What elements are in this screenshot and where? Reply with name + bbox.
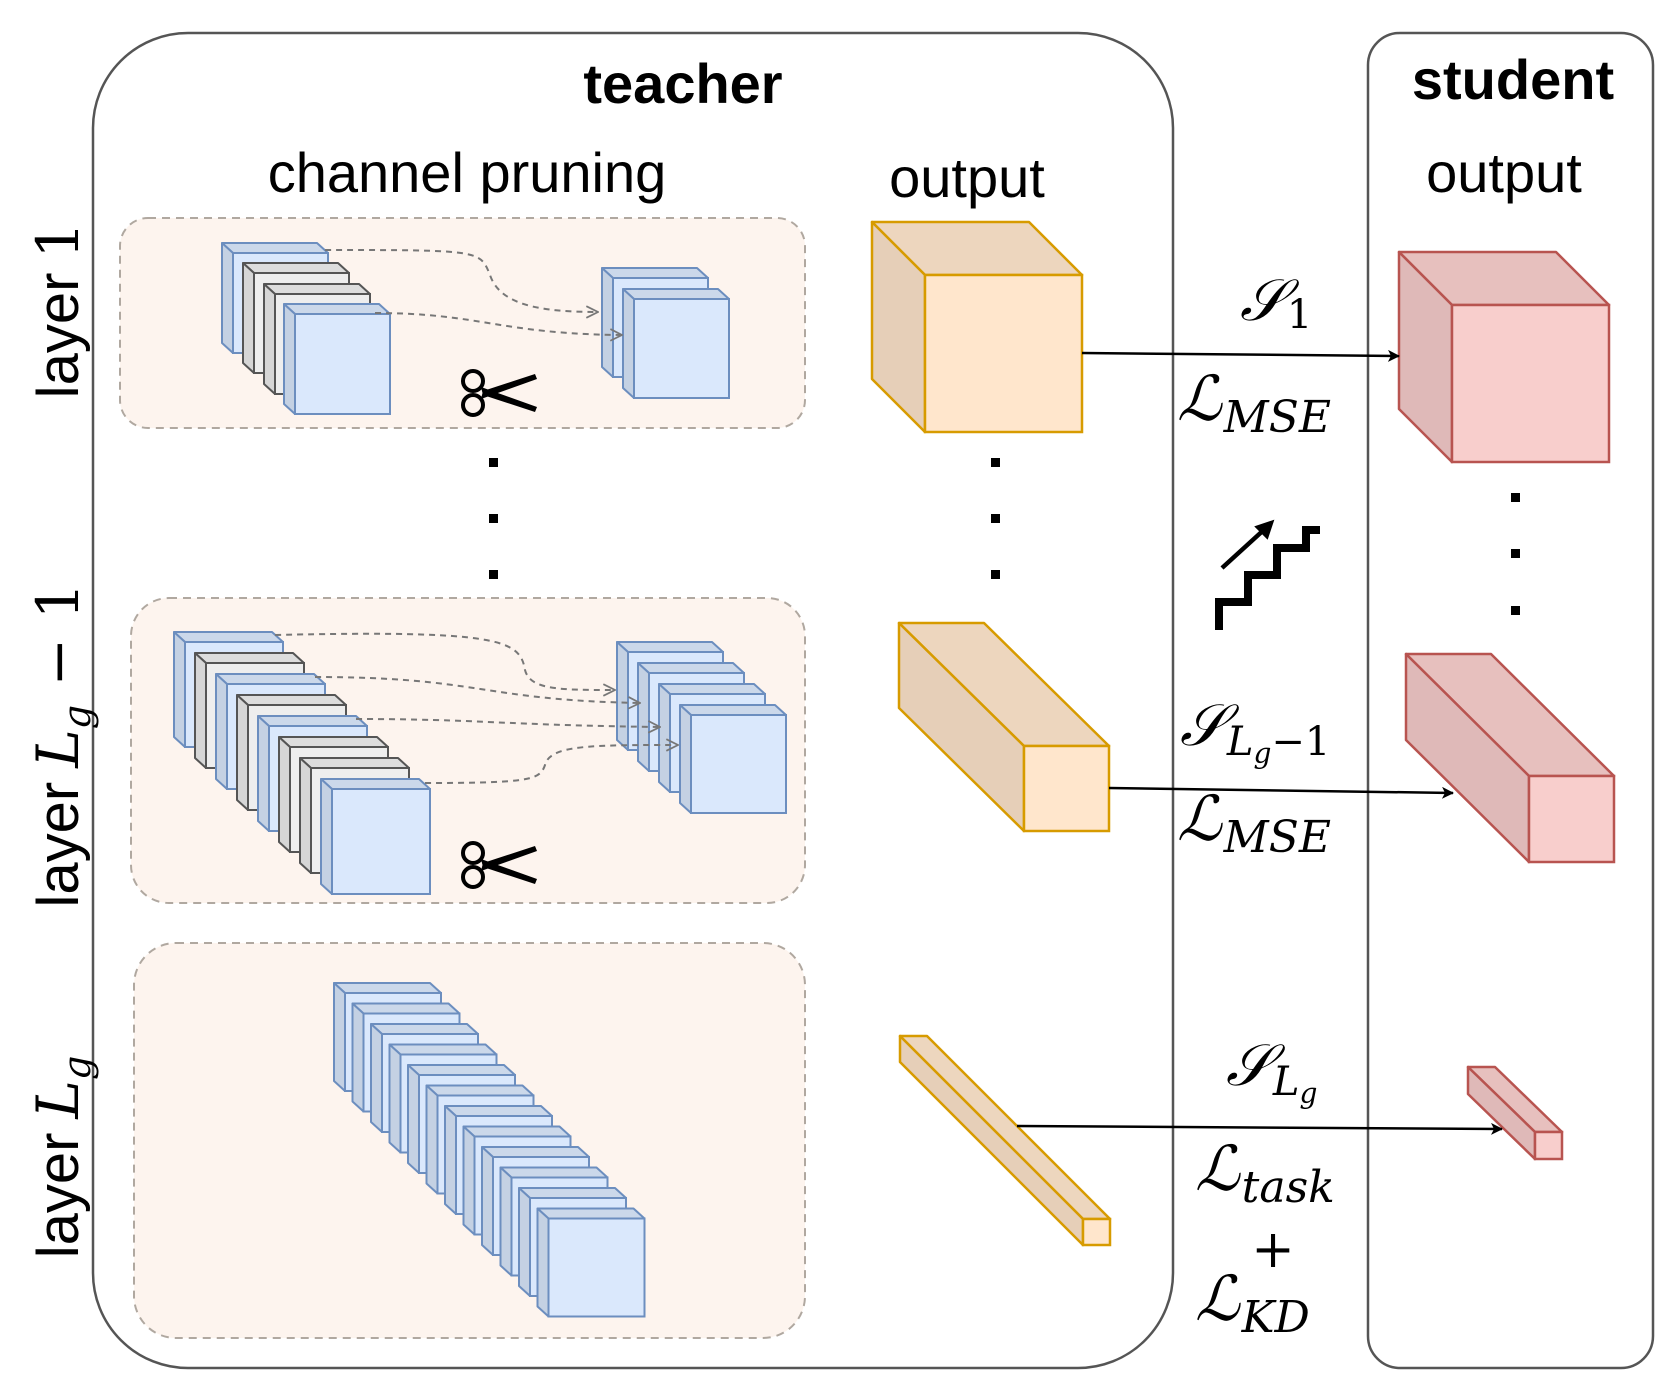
loss-subscript: MSE bbox=[1223, 812, 1331, 863]
svg-text:𝒮Lg−1: 𝒮Lg−1 bbox=[1180, 691, 1330, 770]
loss-label-kd: ℒKD bbox=[1195, 1262, 1310, 1343]
layer-label-prefix: layer bbox=[26, 782, 91, 908]
layer-label-lg: layer Lg bbox=[24, 1056, 99, 1259]
scale-subsubscript: g bbox=[1299, 1077, 1317, 1110]
layer-label-suffix: − 1 bbox=[24, 583, 92, 705]
teacher-output-layer-lg-minus-1 bbox=[897, 621, 1111, 833]
channel bbox=[283, 303, 391, 415]
svg-text:layerLg: layer Lg bbox=[24, 1056, 99, 1259]
channel bbox=[622, 288, 730, 399]
channel-mapping-arrow bbox=[424, 745, 678, 784]
svg-text:layer1: layer 1 bbox=[24, 222, 92, 399]
channel bbox=[320, 778, 431, 895]
teacher-output-label: output bbox=[889, 146, 1045, 209]
student-output-layer-lg bbox=[1466, 1065, 1564, 1161]
svg-text:ℒMSE: ℒMSE bbox=[1177, 782, 1331, 863]
channel bbox=[679, 704, 787, 814]
layer-1-channels bbox=[221, 242, 730, 415]
channel-mapping-arrow bbox=[274, 632, 615, 690]
loss-symbol: ℒ bbox=[1177, 362, 1223, 435]
teacher-title: teacher bbox=[583, 52, 782, 115]
loss-subscript: KD bbox=[1241, 1292, 1310, 1343]
teacher-frame bbox=[91, 31, 1175, 1370]
teacher-output-layer-lg bbox=[898, 1034, 1112, 1247]
teacher-output-layer-1 bbox=[870, 220, 1084, 434]
svg-text:ℒKD: ℒKD bbox=[1195, 1262, 1310, 1343]
scale-subscript-tail: −1 bbox=[1271, 719, 1330, 765]
loss-label-task: ℒtask bbox=[1195, 1132, 1335, 1213]
scissors-icon bbox=[461, 369, 537, 417]
layer-label-name: L bbox=[24, 1080, 92, 1120]
scale-label-1: 𝒮1 bbox=[1240, 266, 1312, 338]
scale-subscript: 1 bbox=[1287, 292, 1312, 338]
layer-label-subscript: g bbox=[55, 1056, 99, 1080]
layer-label-prefix: layer bbox=[26, 1133, 91, 1259]
channel-mapping-arrow bbox=[314, 676, 640, 703]
loss-label-1: ℒMSE bbox=[1177, 362, 1331, 443]
scale-subsubscript: g bbox=[1253, 737, 1271, 770]
channel-mapping-arrow bbox=[374, 312, 622, 335]
loss-subscript: task bbox=[1242, 1162, 1335, 1213]
student-output-layer-1 bbox=[1397, 250, 1611, 464]
scissors-icon bbox=[461, 841, 537, 889]
scale-label-lg: 𝒮Lg bbox=[1226, 1031, 1317, 1110]
scale-subscript: L bbox=[1226, 719, 1254, 765]
layer-label-1: layer 1 bbox=[24, 222, 92, 399]
student-title: student bbox=[1412, 48, 1614, 111]
feature-outputs bbox=[870, 220, 1616, 1247]
loss-plus: + bbox=[1251, 1220, 1295, 1280]
loss-subscript: MSE bbox=[1223, 392, 1331, 443]
loss-symbol: ℒ bbox=[1195, 1262, 1241, 1335]
loss-symbol: ℒ bbox=[1177, 782, 1223, 855]
layer-label-subscript: g bbox=[55, 705, 99, 729]
layer-label-name: 1 bbox=[24, 222, 92, 259]
layer-label-prefix: layer bbox=[26, 273, 91, 399]
arrow-layer-1 bbox=[1081, 349, 1400, 362]
svg-text:ℒMSE: ℒMSE bbox=[1177, 362, 1331, 443]
loss-label-lg-minus-1: ℒMSE bbox=[1177, 782, 1331, 863]
layer-label-lg-minus-1: layer Lg − 1 bbox=[24, 583, 99, 908]
student-frame bbox=[1366, 31, 1655, 1370]
svg-text:layerLg − 1: layer Lg − 1 bbox=[24, 583, 99, 908]
ellipsis-student-output bbox=[1511, 493, 1520, 615]
ellipsis-teacher-output bbox=[991, 458, 1000, 579]
scale-label-lg-minus-1: 𝒮Lg−1 bbox=[1180, 691, 1330, 770]
channel-pruning-label: channel pruning bbox=[268, 141, 667, 204]
layer-label-name: L bbox=[24, 729, 92, 769]
scale-subscript: L bbox=[1272, 1059, 1300, 1105]
channel bbox=[536, 1207, 646, 1318]
stairs-icon bbox=[1215, 519, 1320, 630]
arrow-layer-lg bbox=[1016, 1122, 1503, 1135]
svg-text:𝒮Lg: 𝒮Lg bbox=[1226, 1031, 1317, 1110]
loss-symbol: ℒ bbox=[1195, 1132, 1241, 1205]
student-output-layer-lg-minus-1 bbox=[1404, 652, 1616, 864]
layer-lg-minus-1-channels bbox=[173, 631, 787, 895]
student-output-label: output bbox=[1426, 141, 1582, 204]
arrow-layer-lg-minus-1 bbox=[1108, 786, 1454, 799]
channel-mapping-arrow bbox=[324, 249, 598, 312]
svg-text:𝒮1: 𝒮1 bbox=[1240, 266, 1312, 338]
layer-lg-channels bbox=[333, 982, 646, 1318]
svg-text:ℒtask: ℒtask bbox=[1195, 1132, 1335, 1213]
ellipsis-channel-column bbox=[489, 458, 498, 579]
